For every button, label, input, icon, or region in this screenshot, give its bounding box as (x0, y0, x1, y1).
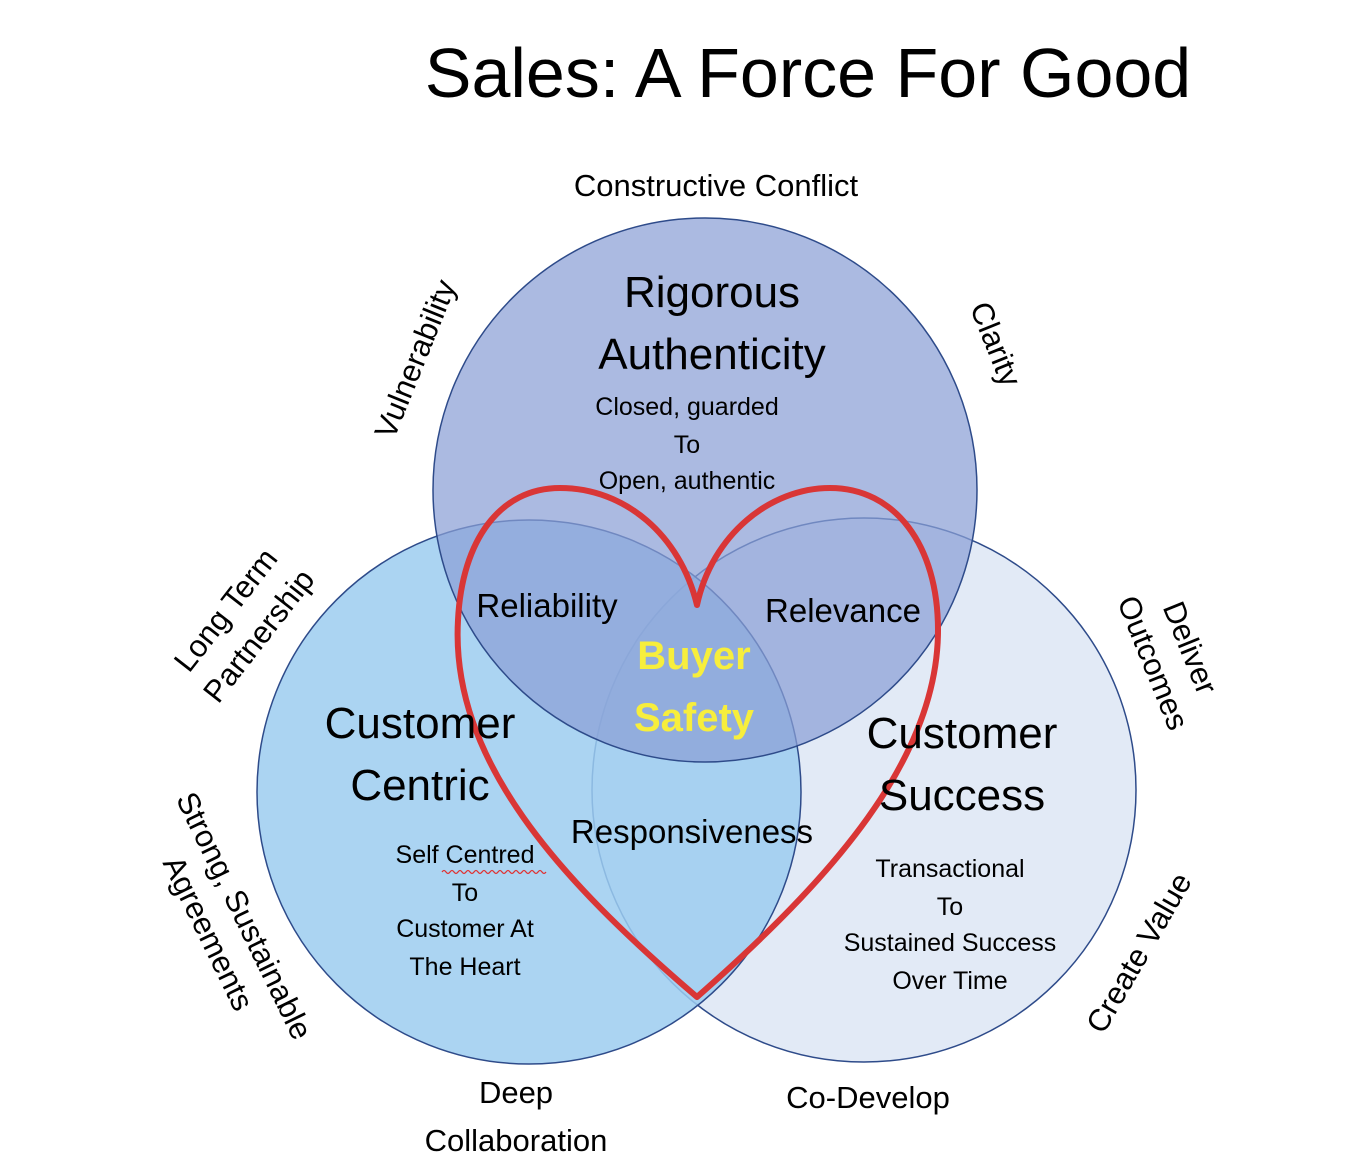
left-circle-detail-3: Customer At (396, 915, 534, 943)
top-circle-detail-2: To (674, 431, 700, 459)
right-circle-detail-3: Sustained Success (844, 929, 1057, 957)
right-circle-detail-2: To (937, 893, 963, 921)
outer-label-deliver-outcomes: Deliver Outcomes (1110, 591, 1224, 735)
left-circle-title-line1: Customer (325, 699, 516, 748)
left-circle-detail-1: Self Centred (396, 841, 535, 869)
overlap-relevance: Relevance (765, 592, 921, 629)
outer-label-deep: Deep (479, 1075, 553, 1110)
right-circle-detail-1: Transactional (875, 855, 1024, 883)
right-circle-title-line2: Success (879, 771, 1045, 820)
top-circle-title-line1: Rigorous (624, 268, 800, 317)
heart-shape (454, 485, 941, 1000)
overlap-responsiveness: Responsiveness (571, 813, 813, 850)
top-circle-detail-3: Open, authentic (599, 467, 776, 495)
left-circle-detail-2: To (452, 879, 478, 907)
outer-label-collaboration: Collaboration (425, 1123, 608, 1158)
spellcheck-underline (441, 869, 547, 875)
center-label-line1: Buyer (637, 634, 750, 678)
page-title: Sales: A Force For Good (425, 34, 1191, 112)
outer-label-clarity: Clarity (963, 297, 1029, 392)
outer-label-co-develop: Co-Develop (786, 1080, 950, 1115)
center-label-line2: Safety (634, 696, 755, 740)
overlap-reliability: Reliability (476, 587, 618, 624)
top-circle-title-line2: Authenticity (598, 330, 825, 379)
left-circle-detail-4: The Heart (409, 953, 520, 981)
outer-label-top: Constructive Conflict (574, 168, 859, 203)
right-circle-detail-4: Over Time (892, 967, 1007, 995)
right-circle-title-line1: Customer (867, 709, 1058, 758)
top-circle-detail-1: Closed, guarded (595, 393, 778, 421)
circle-top (432, 217, 978, 763)
left-circle-title-line2: Centric (350, 761, 489, 810)
